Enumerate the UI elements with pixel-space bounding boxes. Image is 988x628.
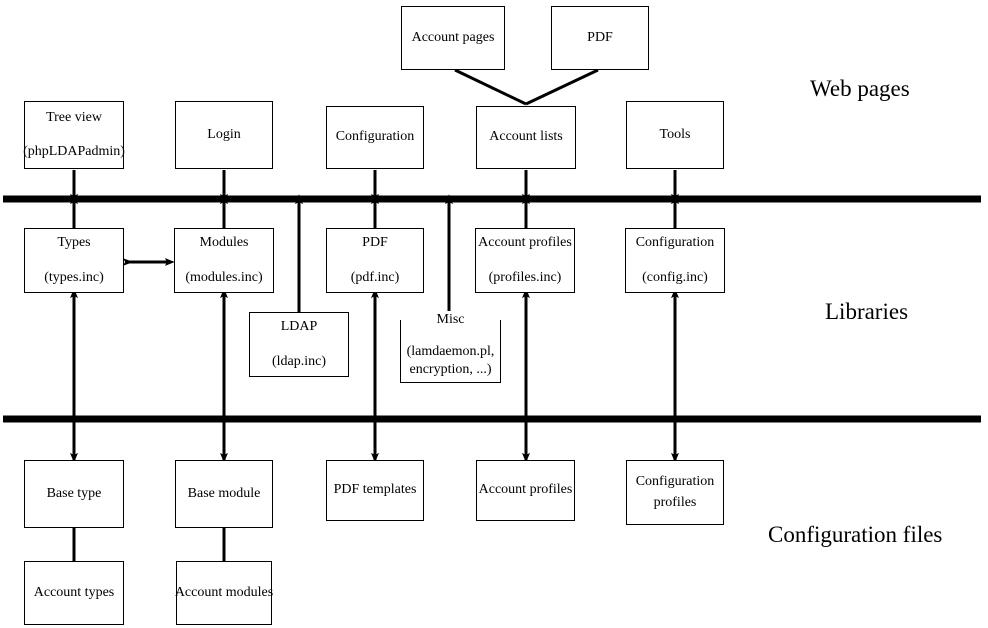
- box-tree-view-label: Tree view: [46, 109, 102, 125]
- box-account-pages[interactable]: Account pages: [401, 6, 505, 70]
- box-account-lists-label: Account lists: [489, 129, 563, 145]
- box-configuration-profiles[interactable]: Configuration profiles: [626, 460, 724, 525]
- box-misc-label: Misc: [401, 311, 500, 329]
- box-account-profiles-lib[interactable]: Account profiles (profiles.inc): [475, 228, 575, 293]
- box-pdf-lib-label: PDF: [362, 235, 388, 251]
- box-base-module-label: Base module: [187, 485, 261, 501]
- box-login-label: Login: [207, 126, 241, 142]
- box-types-label: Types: [57, 235, 91, 251]
- box-tree-view[interactable]: Tree view (phpLDAPadmin): [23, 101, 125, 169]
- box-configuration-lib-sublabel: (config.inc): [642, 269, 708, 285]
- box-base-module[interactable]: Base module: [175, 460, 273, 528]
- box-account-modules-label: Account modules: [174, 584, 274, 600]
- box-pdf-page[interactable]: PDF: [551, 6, 649, 70]
- box-account-profiles-lib-label: Account profiles: [478, 235, 572, 251]
- box-account-profiles-lib-sublabel: (profiles.inc): [488, 269, 562, 285]
- section-label-libraries: Libraries: [825, 299, 909, 324]
- box-tools-label: Tools: [659, 126, 691, 142]
- box-login[interactable]: Login: [175, 101, 273, 169]
- box-types[interactable]: Types (types.inc): [24, 228, 124, 293]
- box-account-profiles-file-label: Account profiles: [478, 482, 573, 498]
- box-account-profiles-file[interactable]: Account profiles: [476, 460, 575, 521]
- box-tools[interactable]: Tools: [626, 101, 724, 169]
- converge-lines: [454, 68, 599, 106]
- box-configuration-lib-label: Configuration: [635, 235, 715, 251]
- box-tree-view-sublabel: (phpLDAPadmin): [23, 144, 125, 159]
- box-misc-sublabel: (lamdaemon.pl, encryption, ...): [406, 344, 495, 378]
- section-label-web-pages: Web pages: [810, 76, 910, 101]
- box-account-types-label: Account types: [33, 584, 115, 600]
- box-configuration-page-label: Configuration: [335, 129, 415, 145]
- box-account-types[interactable]: Account types: [24, 561, 124, 625]
- box-configuration-page[interactable]: Configuration: [326, 106, 424, 169]
- box-account-modules[interactable]: Account modules: [174, 561, 274, 625]
- box-modules-label: Modules: [199, 235, 249, 251]
- box-pdf-lib-sublabel: (pdf.inc): [350, 269, 400, 285]
- box-account-pages-label: Account pages: [411, 29, 495, 45]
- box-account-lists[interactable]: Account lists: [476, 106, 576, 169]
- box-ldap-sublabel: (ldap.inc): [271, 353, 327, 369]
- box-pdf-templates[interactable]: PDF templates: [326, 460, 424, 521]
- box-configuration-lib[interactable]: Configuration (config.inc): [625, 228, 725, 293]
- box-pdf-lib[interactable]: PDF (pdf.inc): [326, 228, 424, 293]
- box-ldap-label: LDAP: [280, 319, 318, 335]
- box-modules[interactable]: Modules (modules.inc): [174, 228, 274, 293]
- box-pdf-templates-label: PDF templates: [333, 482, 417, 498]
- box-types-sublabel: (types.inc): [44, 269, 104, 285]
- box-configuration-profiles-label: Configuration: [635, 474, 715, 490]
- box-ldap[interactable]: LDAP (ldap.inc): [249, 312, 349, 377]
- box-pdf-page-label: PDF: [587, 29, 613, 45]
- box-base-type[interactable]: Base type: [24, 460, 124, 528]
- box-base-type-label: Base type: [46, 485, 102, 501]
- box-modules-sublabel: (modules.inc): [185, 269, 263, 285]
- box-misc[interactable]: Misc (lamdaemon.pl, encryption, ...): [400, 311, 501, 383]
- box-configuration-profiles-sublabel: profiles: [653, 494, 697, 510]
- section-label-configuration-files: Configuration files: [768, 522, 943, 547]
